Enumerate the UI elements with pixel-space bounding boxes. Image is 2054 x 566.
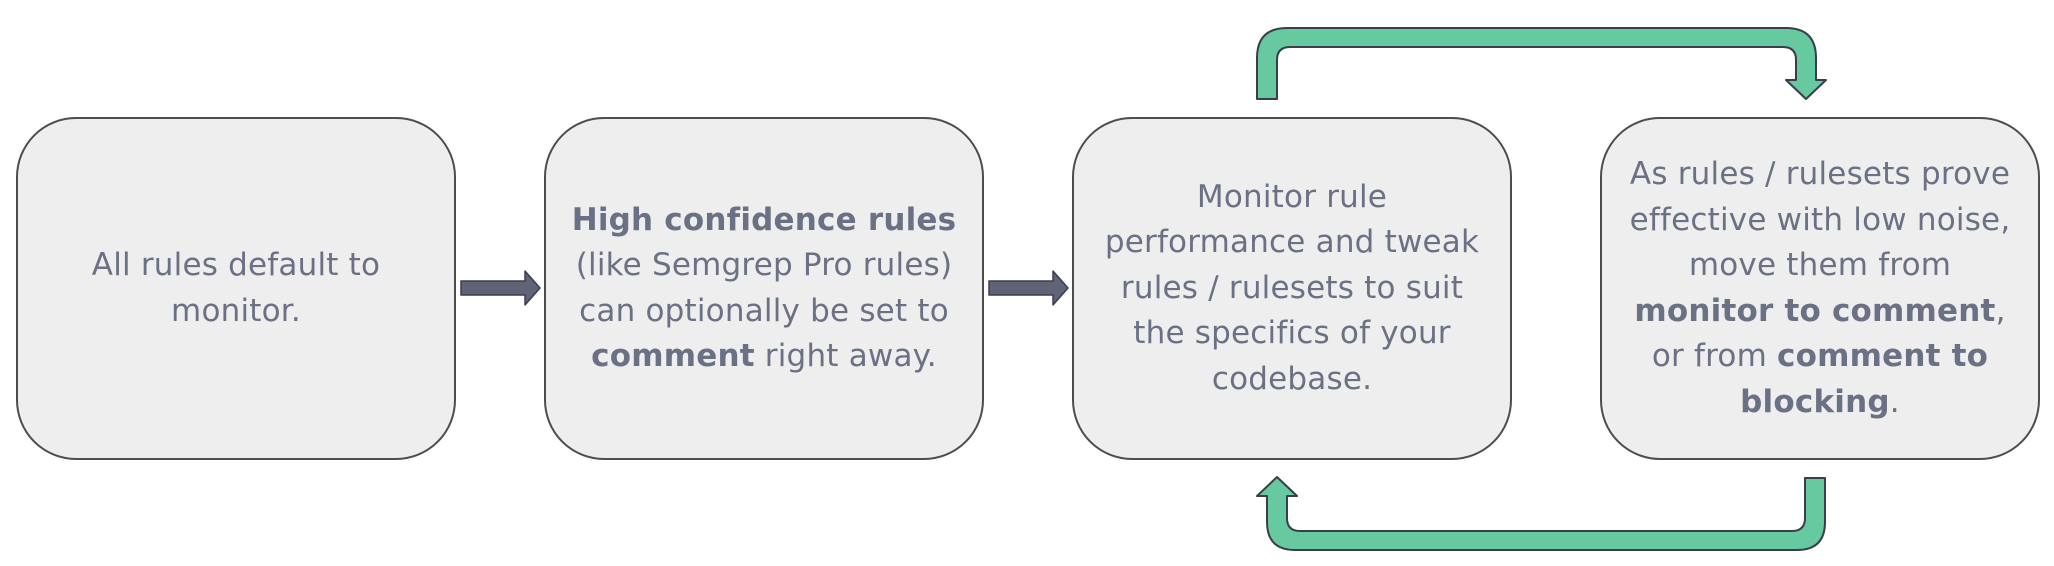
step-text-2: High confidence rules (like Semgrep Pro … xyxy=(566,198,962,380)
step-4-segment-2: monitor to comment xyxy=(1634,292,1996,329)
step-4-segment-4: comment to blocking xyxy=(1740,338,1989,420)
step-2-segment-3: comment xyxy=(591,338,755,374)
step-4-segment-1: As rules / rulesets prove effective with… xyxy=(1629,156,2011,283)
step-4-segment-3: , or from xyxy=(1651,292,2006,375)
right-arrow-icon xyxy=(988,270,1069,306)
step-box-1: All rules default to monitor. xyxy=(16,117,456,460)
step-box-3: Monitor rule performance and tweak rules… xyxy=(1072,117,1512,460)
step-4-segment-5: . xyxy=(1889,383,1900,420)
step-2-segment-4: right away. xyxy=(754,338,937,374)
step-1-segment-1: All rules default to monitor. xyxy=(91,247,381,329)
step-2-segment-1: High confidence rules xyxy=(571,201,957,238)
step-2-segment-2: (like Semgrep Pro rules) can optionally … xyxy=(575,247,953,329)
step-box-2: High confidence rules (like Semgrep Pro … xyxy=(544,117,984,460)
loop-arrow-icon xyxy=(1256,476,1826,551)
step-text-1: All rules default to monitor. xyxy=(38,243,434,334)
step-text-3: Monitor rule performance and tweak rules… xyxy=(1094,175,1490,403)
step-text-4: As rules / rulesets prove effective with… xyxy=(1622,152,2018,425)
step-3-segment-1: Monitor rule performance and tweak rules… xyxy=(1104,178,1480,397)
loop-arrow-icon xyxy=(1256,27,1827,100)
step-box-4: As rules / rulesets prove effective with… xyxy=(1600,117,2040,460)
right-arrow-icon xyxy=(460,270,541,306)
